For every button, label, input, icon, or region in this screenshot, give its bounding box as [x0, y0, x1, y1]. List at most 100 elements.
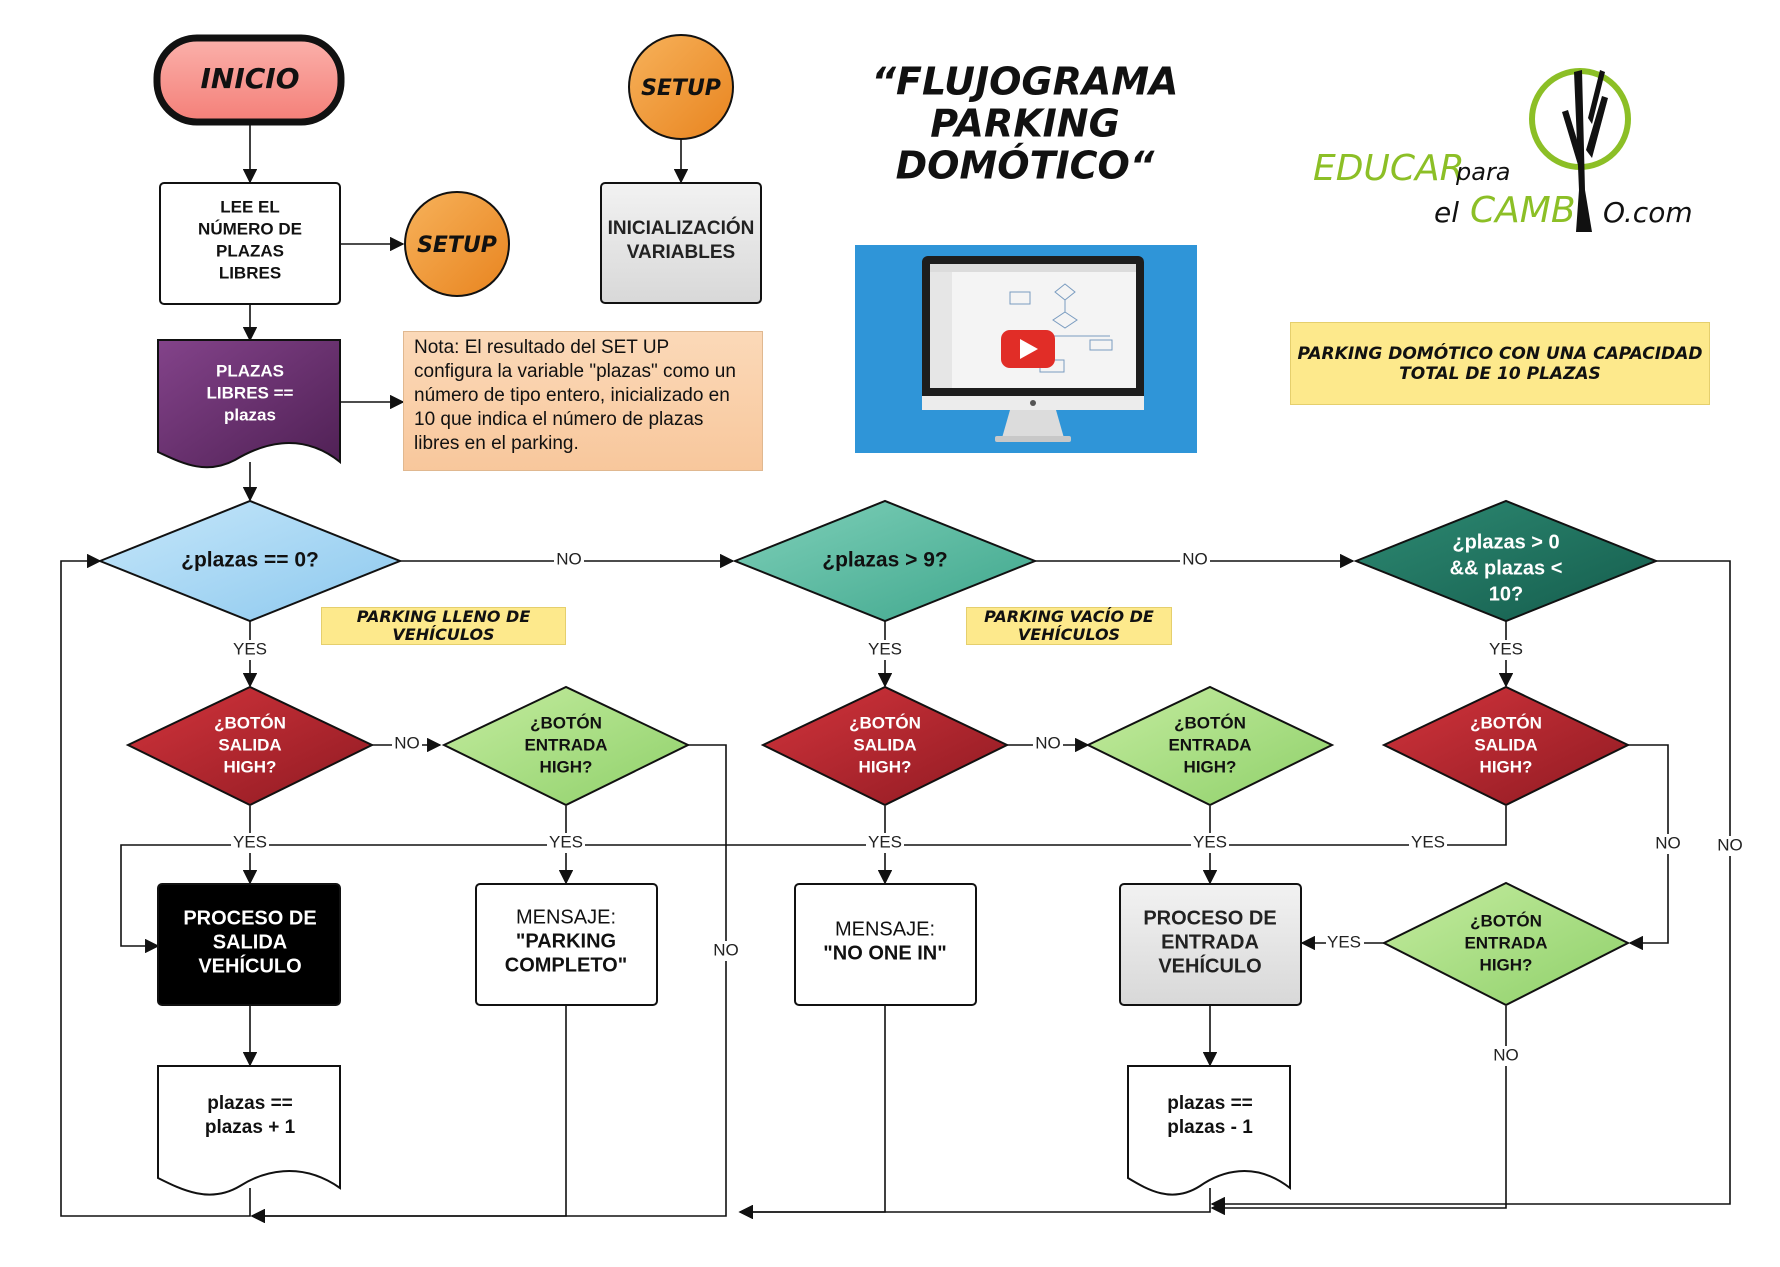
node-line: ¿plazas == 0? [181, 549, 319, 572]
node-line: ¿plazas > 9? [822, 549, 947, 572]
exit-process-box: PROCESO DE SALIDA VEHÍCULO [157, 883, 341, 1006]
label-yes: YES [1489, 639, 1523, 658]
node-line: COMPLETO" [505, 954, 627, 976]
node-line: HIGH? [1480, 757, 1533, 776]
node-line: SALIDA [218, 735, 281, 754]
node-line: INICIALIZACIÓN [608, 217, 755, 239]
node-line: SALIDA [1474, 735, 1537, 754]
label-yes: YES [549, 832, 583, 851]
decision-entry-button-3: ¿BOTÓN ENTRADA HIGH? [1381, 881, 1631, 1007]
node-line: MENSAJE: [516, 906, 616, 928]
sticky-line: PARKING VACÍO DE [984, 607, 1154, 626]
decision-plazas-eq-0: ¿plazas == 0? [97, 499, 403, 623]
play-icon[interactable] [1001, 330, 1055, 368]
full-parking-sticky: PARKING LLENO DE VEHÍCULOS [321, 607, 566, 645]
node-line: ¿BOTÓN [1470, 713, 1542, 732]
node-line: plazas [224, 405, 276, 424]
setup-circle-top: SETUP [628, 34, 734, 140]
decision-plazas-range: ¿plazas > 0 && plazas < 10? [1353, 499, 1659, 623]
node-line: && plazas < [1450, 557, 1563, 579]
node-line: HIGH? [859, 757, 912, 776]
read-free-spots-box: LEE EL NÚMERO DE PLAZAS LIBRES [159, 182, 341, 305]
label-no: NO [394, 733, 420, 752]
node-line: "NO ONE IN" [823, 942, 946, 964]
label-no: NO [556, 549, 582, 568]
setup-circle-mid: SETUP [404, 191, 510, 297]
label-yes: YES [233, 832, 267, 851]
setup-label: SETUP [641, 76, 721, 101]
label-yes: YES [868, 832, 902, 851]
connector-labels: NO NO YES YES YES NO NO YES YES YES YES … [231, 549, 1747, 1066]
node-line: HIGH? [224, 757, 277, 776]
setup-label: SETUP [417, 233, 497, 258]
node-line: HIGH? [1184, 757, 1237, 776]
node-line: ¿BOTÓN [1174, 713, 1246, 732]
node-line: ENTRADA [1161, 931, 1259, 953]
logo-text: EDUCAR [1313, 148, 1465, 189]
node-line: 10? [1489, 583, 1523, 605]
node-line: HIGH? [1480, 955, 1533, 974]
node-line: ¿plazas > 0 [1452, 531, 1559, 553]
start-node: INICIO [153, 34, 345, 126]
node-line: MENSAJE: [835, 918, 935, 940]
decision-plazas-gt-9: ¿plazas > 9? [732, 499, 1038, 623]
node-line: PROCESO DE [1143, 907, 1276, 929]
node-line: ¿BOTÓN [530, 713, 602, 732]
label-no: NO [1493, 1045, 1519, 1064]
node-line: LEE EL [220, 197, 280, 216]
message-no-one-box: MENSAJE: "NO ONE IN" [794, 883, 977, 1006]
node-line: plazas - 1 [1167, 1117, 1253, 1138]
node-line: PLAZAS [216, 241, 284, 260]
sticky-line: VEHÍCULOS [1017, 625, 1121, 644]
node-line: SALIDA [213, 931, 287, 953]
label-no: NO [713, 940, 739, 959]
logo-text: el [1434, 196, 1459, 229]
node-line: SALIDA [853, 735, 916, 754]
label-no: NO [1035, 733, 1061, 752]
page-title: “FLUJOGRAMA PARKING DOMÓTICO“ [872, 60, 1179, 188]
label-no: NO [1717, 835, 1743, 854]
decision-exit-button-1: ¿BOTÓN SALIDA HIGH? [125, 685, 375, 807]
tree-icon [1562, 70, 1608, 232]
node-line: VARIABLES [627, 242, 735, 263]
start-label: INICIO [200, 62, 299, 95]
title-line: PARKING [930, 102, 1120, 146]
video-thumbnail[interactable] [855, 245, 1197, 453]
logo-text: O.com [1603, 196, 1693, 229]
decision-entry-button-2: ¿BOTÓN ENTRADA HIGH? [1085, 685, 1335, 807]
node-line: plazas + 1 [205, 1117, 296, 1138]
label-no: NO [1182, 549, 1208, 568]
node-line: NÚMERO DE [198, 219, 302, 238]
capacity-sticky: PARKING DOMÓTICO CON UNA CAPACIDAD TOTAL… [1290, 322, 1710, 405]
node-line: PLAZAS [216, 361, 284, 380]
decrement-document: plazas == plazas - 1 [1127, 1065, 1291, 1196]
educar-logo: EDUCAR para el CAMB O.com [1313, 68, 1693, 232]
node-line: ¿BOTÓN [1470, 911, 1542, 930]
label-yes: YES [1327, 932, 1361, 951]
message-full-box: MENSAJE: "PARKING COMPLETO" [475, 883, 658, 1006]
node-line: ENTRADA [1168, 735, 1251, 754]
node-line: HIGH? [540, 757, 593, 776]
empty-parking-sticky: PARKING VACÍO DE VEHÍCULOS [966, 607, 1172, 645]
node-line: "PARKING [516, 930, 616, 952]
sticky-line: VEHÍCULOS [392, 625, 495, 644]
increment-document: plazas == plazas + 1 [157, 1065, 341, 1196]
decision-entry-button-1: ¿BOTÓN ENTRADA HIGH? [441, 685, 691, 807]
decision-exit-button-2: ¿BOTÓN SALIDA HIGH? [760, 685, 1010, 807]
label-yes: YES [868, 639, 902, 658]
node-line: plazas == [1167, 1093, 1253, 1114]
label-yes: YES [233, 639, 267, 658]
label-no: NO [1655, 833, 1681, 852]
node-line: ENTRADA [1464, 933, 1547, 952]
sticky-line: PARKING LLENO DE [356, 607, 531, 626]
init-variables-box: INICIALIZACIÓN VARIABLES [600, 182, 762, 304]
decision-exit-button-3: ¿BOTÓN SALIDA HIGH? [1381, 685, 1631, 807]
node-line: LIBRES == [207, 383, 294, 402]
node-line: PROCESO DE [183, 907, 316, 929]
monitor-icon [922, 256, 1144, 442]
title-line: DOMÓTICO“ [896, 144, 1155, 188]
node-line: VEHÍCULO [198, 954, 301, 977]
label-yes: YES [1193, 832, 1227, 851]
setup-note: Nota: El resultado del SET UP configura … [403, 331, 763, 471]
